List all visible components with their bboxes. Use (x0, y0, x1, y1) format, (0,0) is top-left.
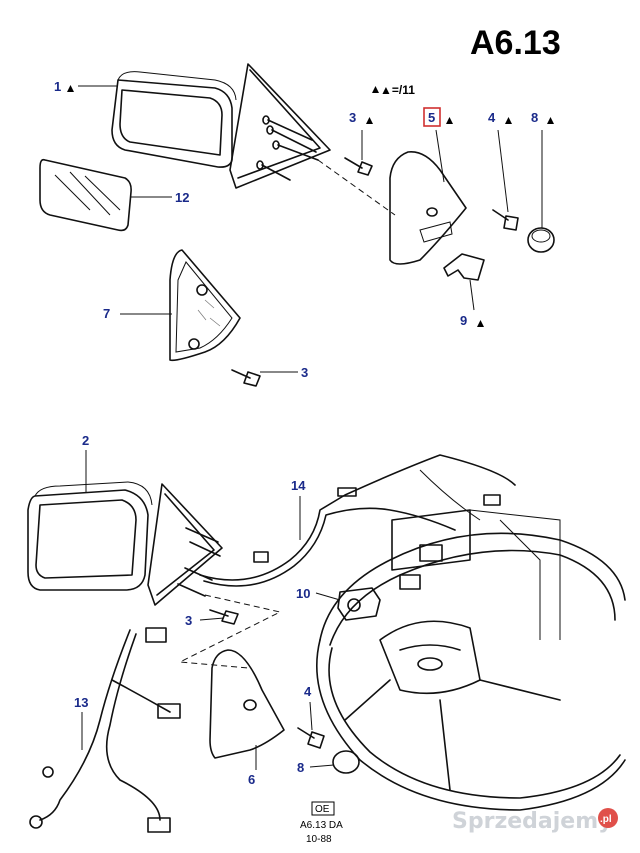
cap-bottom (332, 750, 360, 774)
svg-text:9: 9 (460, 313, 467, 328)
callout-3-top: 3 (349, 110, 373, 125)
callout-14: 14 (291, 478, 306, 493)
callout-4-top: 4 (488, 110, 512, 125)
svg-text:8: 8 (531, 110, 538, 125)
cover-part-5 (389, 151, 467, 265)
svg-text:5: 5 (428, 110, 435, 125)
svg-text:4: 4 (488, 110, 496, 125)
callout-9: 9 (460, 313, 484, 328)
callout-8-bottom: 8 (297, 760, 304, 775)
svg-text:3: 3 (349, 110, 356, 125)
callout-13: 13 (74, 695, 88, 710)
screw-top-a (344, 157, 373, 176)
mirror-glass (39, 158, 132, 232)
triangle-icon (67, 85, 74, 92)
leader-lines (78, 85, 543, 770)
page-title: A6.13 (470, 24, 561, 62)
callout-8-top: 8 (531, 110, 554, 125)
mirror-bracket-top (229, 63, 331, 189)
triangle-icon (505, 117, 512, 124)
callout-7: 7 (103, 306, 110, 321)
callout-10: 10 (296, 586, 310, 601)
wire-harness-13 (29, 627, 181, 833)
reference-date: 10-88 (306, 834, 332, 845)
legend-text: ▲=/11 (380, 83, 415, 97)
callout-12: 12 (175, 190, 189, 205)
reference-code: A6.13 DA (300, 820, 343, 831)
screw-bottom (209, 609, 239, 625)
svg-text:.pl: .pl (600, 814, 612, 825)
callout-2: 2 (82, 433, 89, 448)
reference-box-label: OE (315, 804, 330, 815)
callout-5: 5 (423, 107, 453, 127)
mirror-bracket-bottom (147, 483, 223, 606)
callout-4-bottom: 4 (304, 684, 312, 699)
cable-harness-14 (199, 454, 516, 587)
clip-part-9 (443, 253, 485, 281)
triangle-icon (477, 320, 484, 327)
assembly-line-bottom (178, 594, 282, 669)
svg-text:Sprzedajemy: Sprzedajemy (452, 809, 613, 834)
svg-text:1: 1 (54, 79, 61, 94)
callout-3-bottom: 3 (185, 613, 192, 628)
highlight-box (423, 107, 441, 127)
screw-bottom-b (297, 727, 325, 749)
screw-middle (231, 369, 261, 387)
callout-1: 1 (54, 79, 74, 94)
mirror-housing-top (111, 71, 237, 168)
mirror-housing-bottom (27, 481, 153, 591)
cover-part-6 (209, 649, 285, 759)
reference-block: OE A6.13 DA 10-88 (300, 801, 343, 845)
triangle-icon (366, 117, 373, 124)
screw-top-b (492, 209, 519, 231)
watermark: Sprzedajemy .pl (452, 808, 618, 834)
triangle-icon (372, 86, 379, 93)
trim-panel-7 (169, 249, 241, 362)
steering-wheel-dashboard (316, 469, 626, 811)
triangle-icon (547, 117, 554, 124)
callout-6: 6 (248, 772, 255, 787)
cap-top (527, 227, 555, 253)
callout-3: 3 (301, 365, 308, 380)
triangle-icon (446, 117, 453, 124)
mirror-switch-10 (337, 587, 381, 621)
assembly-line (317, 159, 396, 216)
